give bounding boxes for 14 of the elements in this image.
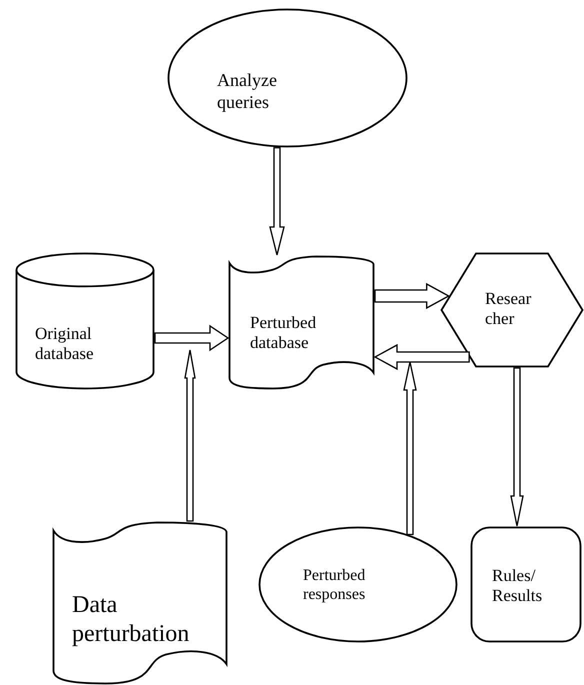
block-arrow [374, 282, 450, 310]
node-label: Perturbed responses [303, 566, 366, 604]
node-label: Original database [35, 324, 95, 365]
block-arrow [510, 367, 524, 527]
block-arrow [154, 324, 230, 352]
node-label: Perturbed database [250, 313, 318, 354]
block-arrow [269, 147, 285, 256]
block-arrow [374, 344, 470, 370]
node-label: Resear cher [485, 289, 532, 330]
node-label: Analyze queries [217, 70, 278, 114]
block-arrow [403, 361, 417, 536]
node-label: Data perturbation [72, 591, 190, 649]
block-arrow [184, 349, 196, 522]
node-label: Rules/ Results [492, 566, 544, 607]
